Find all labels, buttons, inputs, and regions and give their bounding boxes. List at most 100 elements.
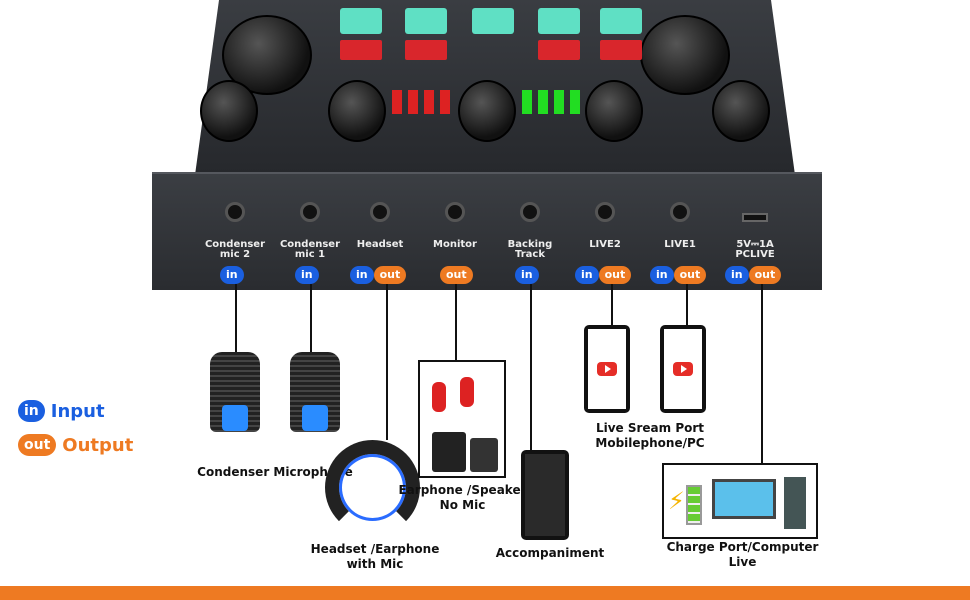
effect-pad[interactable]: [538, 8, 580, 34]
phone-screen: [525, 454, 565, 536]
battery-icon: [686, 485, 702, 525]
audio-jack[interactable]: [670, 202, 690, 222]
out-badge: out: [440, 266, 473, 284]
legend-input-badge: in: [18, 400, 45, 422]
earphone-icon: [432, 382, 446, 412]
in-badge: in: [350, 266, 374, 284]
legend-output-badge: out: [18, 434, 57, 456]
port-badge: out: [440, 266, 473, 284]
port-label-line2: Track: [515, 249, 545, 260]
legend-output-label: Output: [62, 434, 134, 456]
speaker-icon: [432, 432, 466, 472]
large-knob-right[interactable]: [640, 15, 730, 95]
port-label: Monitor: [415, 240, 495, 250]
effect-pad[interactable]: [405, 8, 447, 34]
effect-pad[interactable]: [600, 40, 642, 60]
in-badge: in: [220, 266, 244, 284]
in-badge: in: [650, 266, 674, 284]
youtube-icon: [673, 362, 693, 376]
port-label: LIVE2: [565, 240, 645, 250]
audio-jack[interactable]: [445, 202, 465, 222]
knob[interactable]: [328, 80, 386, 142]
out-badge: out: [598, 266, 632, 284]
effect-pad[interactable]: [600, 8, 642, 34]
connection-cable: [530, 284, 532, 450]
earphone-label-line1: Earphone /Speaker: [398, 483, 527, 497]
effect-pad[interactable]: [340, 40, 382, 60]
mic-shock-mount-light: [222, 405, 248, 431]
accompaniment-phone: [521, 450, 569, 540]
audio-jack[interactable]: [300, 202, 320, 222]
port-label-line1: 5V⎓1A: [736, 239, 774, 250]
effect-pad[interactable]: [340, 8, 382, 34]
earphone-label-line2: No Mic: [439, 498, 486, 512]
port-label-line2: PCLIVE: [735, 249, 775, 260]
audio-jack[interactable]: [520, 202, 540, 222]
in-badge: in: [295, 266, 319, 284]
connection-cable: [686, 284, 688, 325]
live2-phone: [584, 325, 630, 413]
bottom-bar: [0, 586, 970, 600]
live-label-line2: Mobilephone/PC: [595, 436, 705, 450]
headset-label-line1: Headset /Earphone: [310, 542, 440, 556]
mic-label: Condenser Microphone: [197, 465, 353, 479]
computer-label-line2: Live: [728, 555, 757, 569]
headset-label-line2: with Mic: [346, 557, 404, 571]
lightning-icon: ⚡: [668, 487, 685, 515]
knob[interactable]: [200, 80, 258, 142]
connection-cable: [386, 284, 388, 440]
connection-cable: [611, 284, 613, 325]
effect-pad[interactable]: [538, 40, 580, 60]
connection-cable: [761, 284, 763, 463]
knob[interactable]: [712, 80, 770, 142]
monitor-icon: [712, 479, 776, 519]
mixer-front-panel: [152, 172, 822, 290]
connection-cable: [310, 284, 312, 352]
audio-jack[interactable]: [370, 202, 390, 222]
port-badge: in: [295, 266, 319, 284]
port-label-line2: mic 1: [294, 249, 326, 260]
port-label-line1: Backing: [507, 239, 553, 250]
computer-box: ⚡: [662, 463, 818, 539]
speaker-icon: [470, 438, 498, 472]
port-badge: in: [515, 266, 539, 284]
computer-tower-icon: [784, 477, 806, 529]
in-badge: in: [575, 266, 599, 284]
live-label-line1: Live Sream Port: [595, 421, 705, 435]
phone-screen: [664, 329, 702, 409]
audio-jack[interactable]: [595, 202, 615, 222]
knob[interactable]: [458, 80, 516, 142]
effect-pad[interactable]: [472, 8, 514, 34]
port-label-line1: Headset: [356, 239, 404, 250]
level-meter-green: [522, 90, 582, 114]
knob[interactable]: [585, 80, 643, 142]
live1-phone: [660, 325, 706, 413]
computer-label-line1: Charge Port/Computer: [666, 540, 819, 554]
port-label-line2: mic 2: [219, 249, 251, 260]
port-label: LIVE1: [640, 240, 720, 250]
phone-screen: [588, 329, 626, 409]
connection-cable: [235, 284, 237, 352]
port-label-line1: LIVE2: [589, 239, 621, 250]
audio-jack[interactable]: [225, 202, 245, 222]
effect-pad[interactable]: [405, 40, 447, 60]
mic-shock-mount-light: [302, 405, 328, 431]
port-label-line1: LIVE1: [664, 239, 696, 250]
in-badge: in: [515, 266, 539, 284]
port-badge: in: [220, 266, 244, 284]
youtube-icon: [597, 362, 617, 376]
earphone-icon: [460, 377, 474, 407]
in-badge: in: [725, 266, 749, 284]
connection-cable: [455, 284, 457, 360]
usb-port[interactable]: [742, 213, 768, 222]
port-label: Headset: [340, 240, 420, 250]
